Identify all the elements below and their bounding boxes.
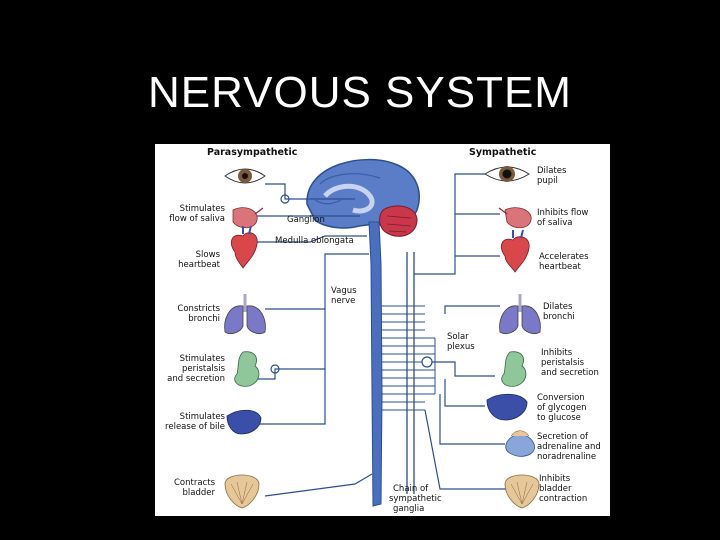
vagus-label-1: Vagus [331, 286, 357, 296]
right-organs [484, 166, 541, 509]
parasympathetic-nerves [235, 183, 373, 497]
eye-icon [224, 168, 266, 184]
left-organs [224, 168, 266, 509]
diagram-drawing [224, 158, 541, 509]
bladder-icon [504, 474, 540, 509]
heart-icon [500, 229, 530, 273]
spinal-cord [368, 221, 383, 507]
solar-plexus-node [421, 356, 433, 368]
lungs-icon [224, 294, 266, 334]
eye-icon [484, 166, 530, 182]
adrenal-gland-icon [505, 430, 535, 457]
vagus-label-2: nerve [331, 296, 356, 306]
nervous-system-diagram: Parasympathetic Sympathetic Ganglion Med… [155, 144, 610, 516]
parasympathetic-header: Parasympathetic [207, 147, 298, 158]
solar-plexus-label-1: Solar [447, 332, 469, 342]
chain-label-2: sympathetic [389, 494, 442, 504]
heart-icon [230, 225, 258, 269]
chain-label-3: ganglia [393, 504, 425, 514]
ganglion-label: Ganglion [287, 215, 325, 225]
brain-illustration [306, 158, 420, 237]
lungs-icon [499, 294, 541, 334]
bladder-icon [224, 474, 260, 509]
stomach-icon [234, 351, 260, 387]
solar-plexus-label-2: plexus [447, 342, 475, 352]
sympathetic-chain [381, 252, 436, 494]
stomach-icon [501, 351, 527, 387]
medulla-label: Medulla oblongata [275, 236, 354, 246]
salivary-gland-icon [498, 207, 532, 229]
chain-label-1: Chain of [393, 484, 429, 494]
salivary-gland-icon [232, 207, 264, 229]
slide-title: NERVOUS SYSTEM [148, 68, 572, 117]
sympathetic-header: Sympathetic [469, 147, 537, 158]
liver-icon [486, 393, 528, 421]
liver-icon [226, 409, 262, 435]
sympathetic-nerves [414, 173, 510, 490]
